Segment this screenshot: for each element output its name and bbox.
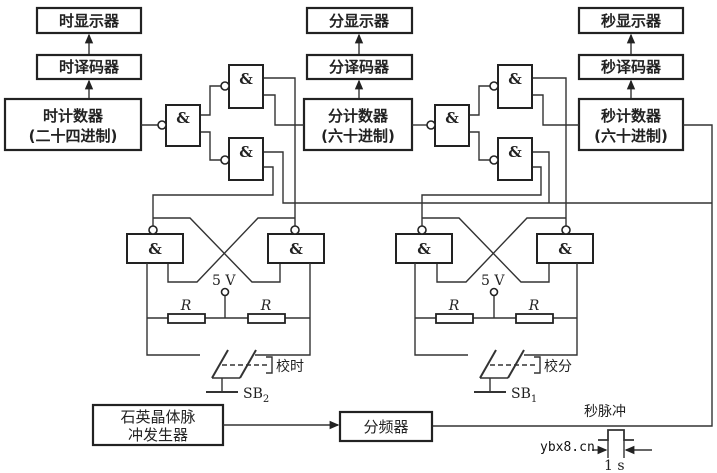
svg-text:(六十进制): (六十进制) [594, 127, 668, 145]
minute-counter-block: 分计数器 (六十进制) [302, 97, 414, 152]
svg-text:&: & [148, 240, 162, 258]
hour-counter-block: 时计数器 (二十四进制) [3, 97, 143, 152]
svg-text:分频器: 分频器 [363, 418, 408, 436]
and-gate-hour-carry: & [157, 104, 201, 147]
hour-set-flip-flop: & & 5 V R R [126, 217, 325, 356]
svg-text:分译码器: 分译码器 [329, 58, 390, 76]
second-pulse-symbol: 秒脉冲 1 s [584, 404, 652, 473]
svg-text:5 V: 5 V [481, 273, 505, 289]
svg-text:SB1: SB1 [511, 386, 537, 405]
minute-display-block: 分显示器 [305, 6, 414, 35]
svg-text:R: R [260, 298, 272, 314]
switch-sb2[interactable]: 校时 SB2 [206, 349, 304, 405]
svg-text:时计数器: 时计数器 [43, 107, 104, 125]
svg-text:时显示器: 时显示器 [59, 12, 120, 30]
divider-block: 分频器 [338, 410, 434, 443]
svg-text:1 s: 1 s [604, 458, 625, 473]
svg-text:&: & [558, 240, 572, 258]
hour-decoder-block: 时译码器 [35, 53, 143, 81]
svg-text:校时: 校时 [276, 358, 304, 375]
display-chain-arrows [84, 33, 636, 99]
svg-text:秒译码器: 秒译码器 [601, 58, 662, 76]
svg-text:R: R [448, 298, 460, 314]
svg-text:&: & [508, 143, 522, 161]
svg-text:&: & [508, 70, 522, 88]
minute-decoder-block: 分译码器 [305, 53, 414, 81]
and-gate-minute-lower: & [489, 137, 533, 181]
svg-text:秒显示器: 秒显示器 [601, 12, 662, 30]
minute-set-flip-flop: & & 5 V R R [395, 217, 594, 356]
svg-text:秒计数器: 秒计数器 [601, 107, 662, 125]
svg-text:(六十进制): (六十进制) [321, 127, 395, 145]
second-display-block: 秒显示器 [577, 6, 685, 35]
second-decoder-block: 秒译码器 [577, 53, 685, 81]
svg-text:R: R [528, 298, 540, 314]
and-gate-minute-upper: & [489, 64, 533, 109]
second-counter-block: 秒计数器 (六十进制) [577, 97, 685, 152]
and-gate-hour-upper: & [220, 64, 264, 109]
svg-text:时译码器: 时译码器 [59, 58, 120, 76]
svg-text:&: & [289, 240, 303, 258]
svg-text:&: & [239, 70, 253, 88]
minute-gate-wiring [412, 77, 713, 427]
svg-text:秒脉冲: 秒脉冲 [584, 404, 626, 420]
watermark: ybx8.cn [540, 440, 595, 455]
svg-text:石英晶体脉: 石英晶体脉 [120, 408, 195, 426]
switch-sb1[interactable]: 校分 SB1 [474, 349, 572, 405]
svg-text:R: R [180, 298, 192, 314]
svg-text:&: & [176, 109, 190, 127]
svg-text:冲发生器: 冲发生器 [128, 426, 188, 444]
svg-text:SB2: SB2 [243, 386, 269, 405]
hour-gate-wiring [141, 77, 712, 226]
svg-text:分计数器: 分计数器 [328, 107, 389, 125]
and-gate-hour-lower: & [220, 137, 264, 181]
svg-text:&: & [417, 240, 431, 258]
svg-text:校分: 校分 [544, 358, 572, 375]
svg-text:(二十四进制): (二十四进制) [29, 127, 118, 145]
svg-text:&: & [239, 143, 253, 161]
hour-display-block: 时显示器 [35, 6, 143, 35]
svg-text:&: & [445, 109, 459, 127]
svg-text:分显示器: 分显示器 [329, 12, 390, 30]
svg-text:5 V: 5 V [212, 273, 236, 289]
and-gate-minute-carry: & [426, 104, 470, 147]
